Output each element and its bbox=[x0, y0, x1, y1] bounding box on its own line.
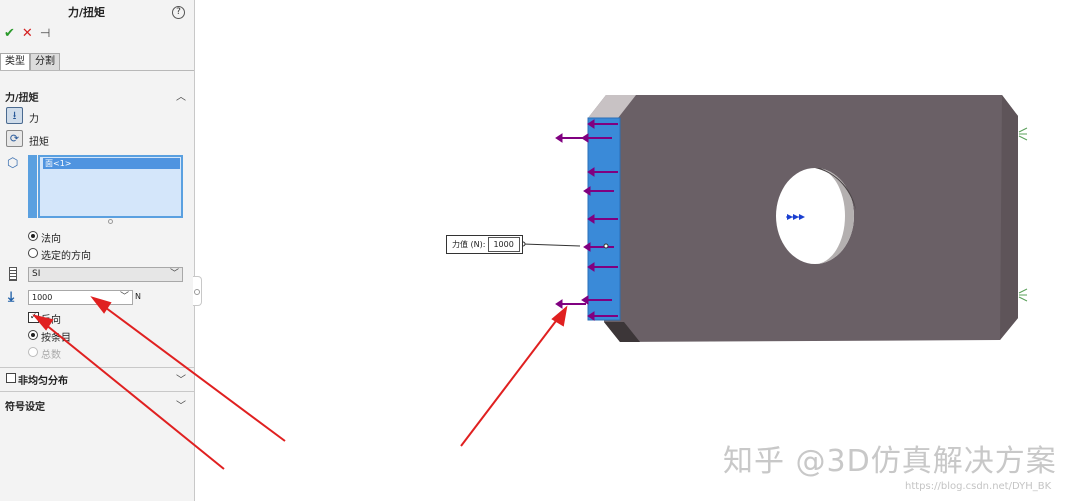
annotation-arrow bbox=[39, 319, 225, 470]
force-type-icon[interactable]: ⭳ bbox=[6, 107, 23, 124]
fixture-marker-icon bbox=[1018, 127, 1028, 302]
force-arrow-head bbox=[583, 242, 591, 252]
watermark-text: 知乎 @3D仿真解决方案 bbox=[723, 444, 1057, 479]
radio-normal-label: 法向 bbox=[41, 234, 61, 245]
force-unit-label: N bbox=[135, 292, 141, 301]
cancel-icon[interactable]: ✕ bbox=[21, 25, 33, 41]
part-bevel-top bbox=[588, 95, 636, 118]
force-value-callout[interactable]: 力值 (N): 1000 bbox=[446, 235, 524, 254]
hole bbox=[776, 168, 854, 264]
part-right-edge bbox=[1000, 95, 1018, 340]
radio-total-label: 总数 bbox=[41, 350, 61, 361]
radio-total[interactable] bbox=[28, 347, 38, 357]
face-selection-list[interactable]: 面<1> bbox=[38, 155, 183, 218]
force-value-icon: ⤓ bbox=[8, 289, 15, 305]
panel-toolbar: ✔ ✕ ⊣ bbox=[4, 24, 50, 42]
part-bevel-bottom bbox=[604, 322, 640, 342]
torque-type-icon[interactable]: ⟳ bbox=[6, 130, 23, 147]
ok-icon[interactable]: ✔ bbox=[4, 25, 15, 41]
chevron-down-icon[interactable]: ﹀ bbox=[176, 375, 186, 386]
panel-title: 力/扭矩 bbox=[67, 6, 106, 19]
force-arrow-head bbox=[583, 186, 591, 196]
tab-divider bbox=[0, 70, 194, 71]
part-body[interactable] bbox=[587, 95, 1018, 342]
force-arrow-head bbox=[555, 133, 563, 143]
chevron-up-icon[interactable]: ︿ bbox=[176, 92, 186, 103]
annotation-arrow bbox=[460, 312, 563, 447]
units-ruler-icon bbox=[9, 267, 17, 281]
annotation-arrow-head bbox=[90, 296, 112, 314]
selection-box-bar bbox=[28, 155, 37, 218]
units-select-value: SI bbox=[32, 269, 41, 279]
help-icon[interactable]: ? bbox=[172, 6, 185, 19]
section-divider bbox=[0, 391, 194, 392]
nonuniform-checkbox[interactable] bbox=[6, 373, 16, 383]
watermark-url: https://blog.csdn.net/DYH_BK bbox=[905, 481, 1052, 492]
chevron-down-icon[interactable]: ﹀ bbox=[119, 292, 129, 302]
chevron-down-icon: ﹀ bbox=[169, 269, 179, 279]
list-resize-handle[interactable] bbox=[108, 219, 113, 224]
units-select[interactable]: SI ﹀ bbox=[28, 267, 183, 282]
property-manager-panel: 力/扭矩 ? ✔ ✕ ⊣ 类型 分割 力/扭矩 ︿ ⭳ 力 ⟳ 扭矩 ⬡ 面<1… bbox=[0, 0, 195, 501]
pin-icon[interactable]: ⊣ bbox=[39, 26, 51, 40]
force-arrow-head bbox=[555, 299, 563, 309]
section-force-torque-heading[interactable]: 力/扭矩 bbox=[5, 93, 39, 104]
radio-normal[interactable] bbox=[28, 231, 38, 241]
force-arrow-head bbox=[587, 214, 595, 224]
hole-inner-wall bbox=[815, 168, 854, 264]
option-force-label: 力 bbox=[29, 114, 39, 125]
panel-collapse-handle[interactable] bbox=[193, 276, 202, 306]
radio-per-item-label: 按条目 bbox=[41, 333, 71, 344]
force-arrow-head bbox=[587, 262, 595, 272]
callout-value-input[interactable]: 1000 bbox=[488, 237, 521, 252]
callout-anchor-dot bbox=[603, 243, 609, 249]
face-selection-icon: ⬡ bbox=[7, 156, 19, 171]
force-arrow-head bbox=[587, 119, 595, 129]
radio-per-item[interactable] bbox=[28, 330, 38, 340]
annotation-arrow-head bbox=[32, 314, 54, 331]
option-torque-label: 扭矩 bbox=[29, 137, 49, 148]
radio-selected-direction[interactable] bbox=[28, 248, 38, 258]
selected-face-item[interactable]: 面<1> bbox=[43, 158, 180, 169]
force-arrows bbox=[555, 119, 618, 321]
chevron-down-icon[interactable]: ﹀ bbox=[176, 401, 186, 412]
annotation-arrow bbox=[97, 301, 286, 442]
annotation-arrow-head bbox=[551, 305, 568, 327]
section-nonuniform-heading[interactable]: 非均匀分布 bbox=[18, 376, 68, 387]
callout-label: 力值 (N): bbox=[452, 240, 486, 249]
hole-center-marker bbox=[786, 214, 805, 220]
force-arrow-head bbox=[587, 167, 595, 177]
section-symbol-heading[interactable]: 符号设定 bbox=[5, 402, 45, 413]
force-arrow-head bbox=[587, 311, 595, 321]
radio-selected-direction-label: 选定的方向 bbox=[41, 251, 91, 262]
annotation-arrows bbox=[32, 296, 568, 470]
force-arrow-head bbox=[581, 295, 589, 305]
callout-leader-line bbox=[522, 243, 581, 247]
section-divider bbox=[0, 367, 194, 368]
force-value-text: 1000 bbox=[32, 293, 53, 302]
